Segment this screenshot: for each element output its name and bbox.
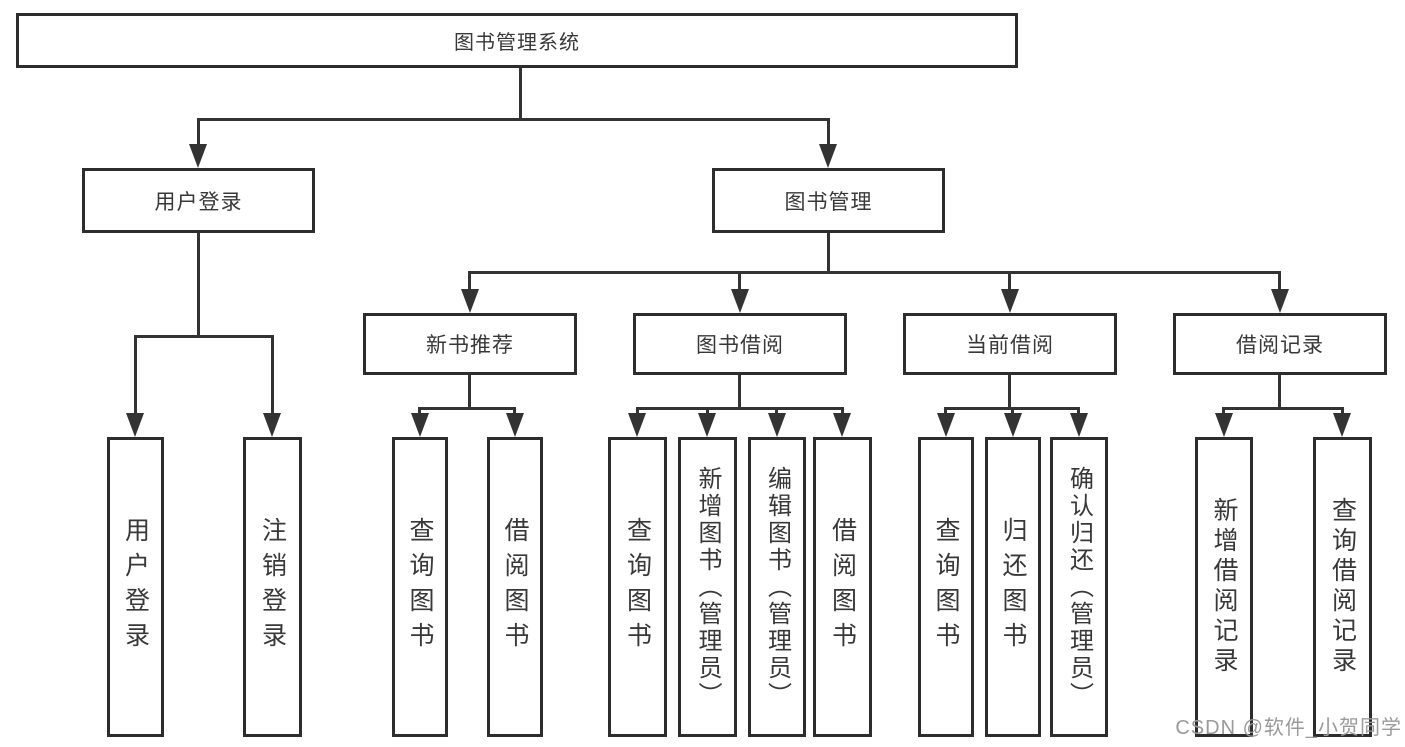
edge-arrow-shaft xyxy=(841,407,844,415)
edge-arrow-shaft xyxy=(1278,271,1281,291)
node-current-borrow: 当前借阅 xyxy=(903,313,1117,375)
arrow-down-icon xyxy=(698,413,716,437)
edge-arrow-shaft xyxy=(468,271,471,291)
edge-arrow-shaft xyxy=(775,407,778,415)
edge-currentborrow-stub xyxy=(1008,375,1011,410)
leaf-borrow-add-book-admin: 新增图书（管理员） xyxy=(678,437,737,737)
edge-bookborrow-stub xyxy=(738,375,741,410)
arrow-down-icon xyxy=(628,413,646,437)
leaf-records-query-record: 查询借阅记录 xyxy=(1313,437,1372,737)
edge-arrow-shaft xyxy=(418,407,421,415)
leaf-borrow-query-books: 查询图书 xyxy=(608,437,667,737)
edge-arrow-shaft xyxy=(738,271,741,291)
node-new-book-recommend: 新书推荐 xyxy=(363,313,577,375)
node-borrow-records: 借阅记录 xyxy=(1173,313,1387,375)
leaf-borrow-borrow-books: 借阅图书 xyxy=(813,437,872,737)
arrow-down-icon xyxy=(461,289,479,313)
edge-records-stub xyxy=(1278,375,1281,410)
arrow-down-icon xyxy=(411,413,429,437)
edge-arrow-shaft xyxy=(944,407,947,415)
edge-level2-rail xyxy=(197,118,830,121)
edge-arrow-shaft xyxy=(134,335,137,415)
arrow-down-icon xyxy=(189,144,207,168)
edge-arrow-shaft xyxy=(271,335,274,415)
arrow-down-icon xyxy=(1333,413,1351,437)
arrow-down-icon xyxy=(937,413,955,437)
arrow-down-icon xyxy=(506,413,524,437)
leaf-current-confirm-return-admin: 确认归还（管理员） xyxy=(1050,437,1108,737)
arrow-down-icon xyxy=(1215,413,1233,437)
edge-arrow-shaft xyxy=(513,407,516,415)
edge-bookmgmt-stub xyxy=(827,233,830,274)
leaf-records-add-record: 新增借阅记录 xyxy=(1195,437,1253,737)
edge-bookborrow-rail xyxy=(636,407,844,410)
edge-arrow-shaft xyxy=(1222,407,1225,415)
edge-arrow-shaft xyxy=(1011,407,1014,415)
leaf-user-login: 用户登录 xyxy=(107,437,164,737)
arrow-down-icon xyxy=(731,289,749,313)
edge-userlogin-stub xyxy=(197,233,200,338)
arrow-down-icon xyxy=(1070,413,1088,437)
edge-newbook-stub xyxy=(468,375,471,410)
arrow-down-icon xyxy=(263,413,281,437)
node-book-borrow: 图书借阅 xyxy=(633,313,847,375)
node-root: 图书管理系统 xyxy=(16,13,1018,68)
leaf-current-query-books: 查询图书 xyxy=(918,437,974,737)
arrow-down-icon xyxy=(768,413,786,437)
edge-arrow-shaft xyxy=(197,118,200,146)
edge-level3-rail xyxy=(468,271,1281,274)
leaf-newbook-query-books: 查询图书 xyxy=(392,437,448,737)
arrow-down-icon xyxy=(833,413,851,437)
edge-arrow-shaft xyxy=(1008,271,1011,291)
arrow-down-icon xyxy=(1004,413,1022,437)
arrow-down-icon xyxy=(126,413,144,437)
edge-arrow-shaft xyxy=(1341,407,1344,415)
node-user-login: 用户登录 xyxy=(82,168,315,233)
edge-root-trunk xyxy=(519,68,522,118)
arrow-down-icon xyxy=(1271,289,1289,313)
watermark: CSDN @软件_小贺同学 xyxy=(1175,717,1402,739)
leaf-borrow-edit-book-admin: 编辑图书（管理员） xyxy=(748,437,806,737)
edge-userlogin-rail xyxy=(134,335,274,338)
edge-newbook-rail xyxy=(418,407,516,410)
node-book-management: 图书管理 xyxy=(712,168,945,233)
arrow-down-icon xyxy=(1001,289,1019,313)
edge-arrow-shaft xyxy=(1077,407,1080,415)
leaf-logout: 注销登录 xyxy=(243,437,302,737)
edge-records-rail xyxy=(1222,407,1343,410)
edge-arrow-shaft xyxy=(636,407,639,415)
edge-arrow-shaft xyxy=(706,407,709,415)
leaf-newbook-borrow-books: 借阅图书 xyxy=(487,437,543,737)
arrow-down-icon xyxy=(819,144,837,168)
edge-arrow-shaft xyxy=(827,118,830,146)
leaf-current-return-books: 归还图书 xyxy=(985,437,1041,737)
